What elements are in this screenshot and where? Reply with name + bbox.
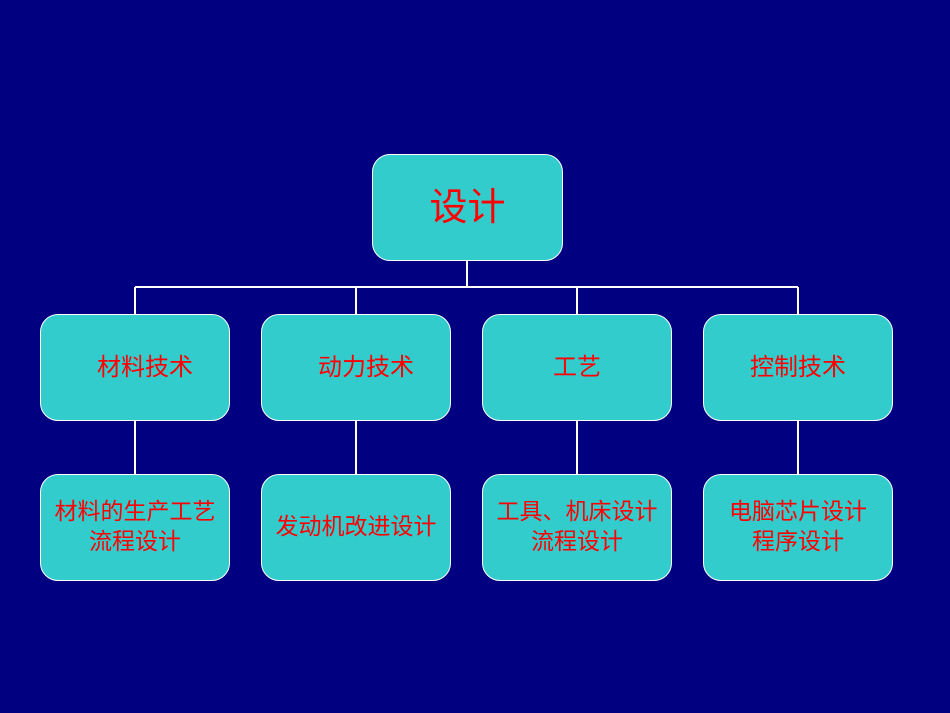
category-label: 控制技术 xyxy=(750,352,846,381)
detail-node-process: 工具、机床设计 流程设计 xyxy=(482,474,672,581)
detail-label: 发动机改进设计 xyxy=(275,513,437,540)
detail-node-control: 电脑芯片设计 程序设计 xyxy=(703,474,893,581)
category-node-process: 工艺 xyxy=(482,314,672,421)
category-node-control: 控制技术 xyxy=(703,314,893,421)
detail-label: 电脑芯片设计 程序设计 xyxy=(729,498,867,555)
root-label: 设计 xyxy=(429,184,506,229)
category-label: 动力技术 xyxy=(318,352,414,381)
detail-node-power: 发动机改进设计 xyxy=(261,474,451,581)
category-label: 材料技术 xyxy=(97,352,193,381)
category-node-power: 动力技术 xyxy=(261,314,451,421)
detail-label: 材料的生产工艺 流程设计 xyxy=(54,498,216,555)
detail-label: 工具、机床设计 流程设计 xyxy=(496,498,658,555)
category-label: 工艺 xyxy=(553,352,601,381)
root-node: 设计 xyxy=(372,154,563,261)
category-node-materials: 材料技术 xyxy=(40,314,230,421)
detail-node-materials: 材料的生产工艺 流程设计 xyxy=(40,474,230,581)
